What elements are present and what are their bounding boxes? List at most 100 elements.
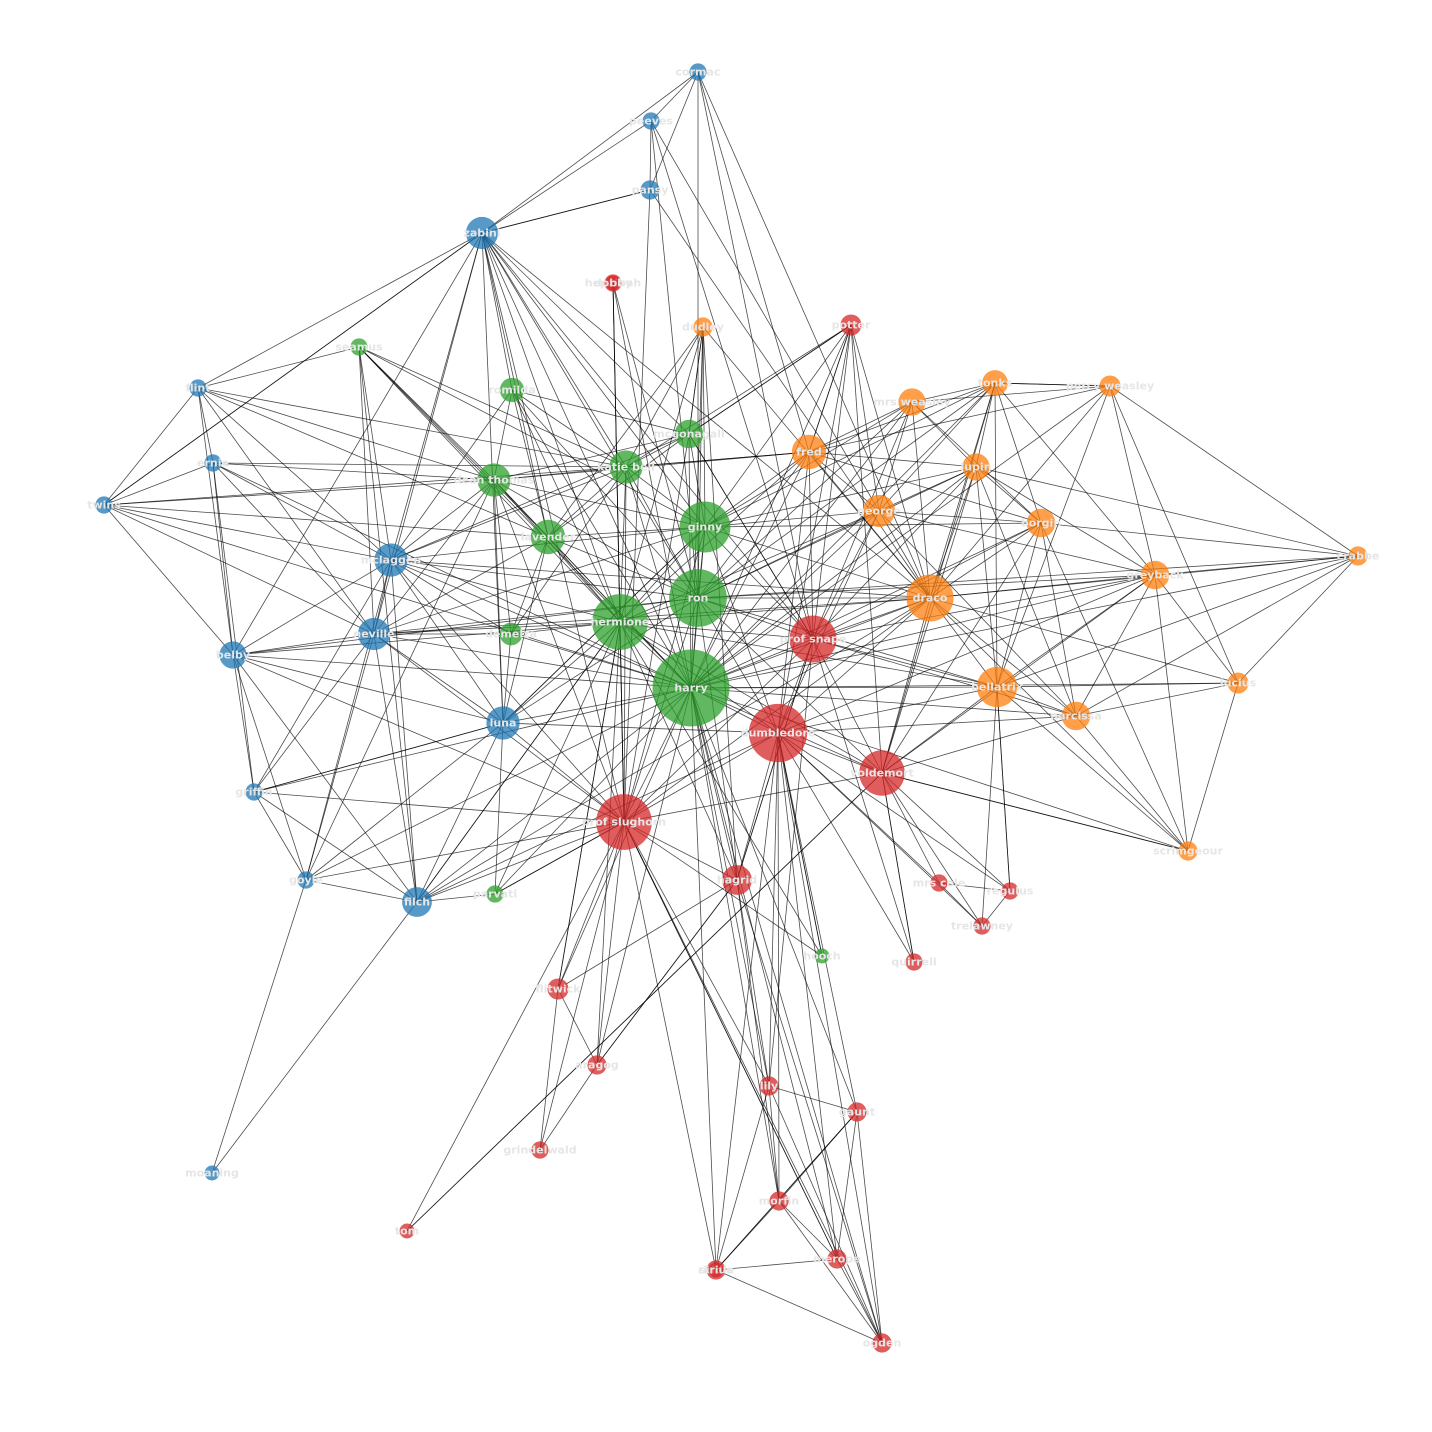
node-label: merope [813, 1253, 860, 1266]
node-circle [592, 594, 648, 650]
edge-slughorn-grindelwald [539, 821, 625, 1151]
edge-draco-weasley [911, 401, 931, 599]
node-greyback: greyback [1126, 560, 1184, 590]
node-morfin: morfin [759, 1191, 799, 1211]
node-ron: ron [669, 569, 727, 627]
edge-goyle-moaning [211, 879, 307, 1174]
node-potter: potter [832, 314, 871, 336]
edge-harry-filch [416, 687, 692, 903]
node-label: lucius [1220, 677, 1257, 690]
node-quirrell: quirrell [891, 953, 937, 971]
node-label: mclaggen [361, 554, 421, 567]
node-label: trelawney [951, 920, 1013, 933]
edge-belby-ernie [212, 462, 234, 656]
edge-dumbledore-merope [777, 732, 838, 1260]
node-circle [789, 615, 837, 663]
node-circle [245, 783, 263, 801]
edge-draco-potter [850, 324, 931, 599]
edge-harry-crabbe [690, 555, 1359, 689]
node-seamus: seamus [335, 338, 383, 356]
edge-aragog-hagrid [596, 879, 738, 1066]
edge-peeves-pansy [649, 120, 652, 191]
node-fred_blue: flint [185, 379, 211, 397]
node-label: belby [216, 649, 250, 662]
node-label: dumbledore [741, 727, 816, 740]
edge-demelza-dean [493, 479, 512, 635]
edge-lily-ogden [768, 1085, 883, 1344]
edge-hermione-hagrid [619, 621, 738, 881]
edge-mclaggen-seamus [358, 346, 392, 561]
edge-dumbledore-ogden [777, 732, 883, 1344]
edge-goyle-dean [305, 479, 495, 881]
edge-mrs_cole-trelawney [938, 882, 983, 927]
edge-snape-voldemort [812, 638, 883, 774]
edge-zabini-romilda [481, 232, 513, 391]
edge-crabbe-lucius [1237, 555, 1359, 684]
edge-dumbledore-quirrell [777, 732, 915, 963]
node-circle [95, 496, 113, 514]
edge-ron-bellatrix [697, 597, 998, 688]
edge-dumbledore-luna [502, 722, 779, 734]
node-label: ginny [688, 521, 722, 534]
node-circle [357, 617, 391, 651]
edge-weasley-percy [911, 385, 1111, 403]
edge-slughorn-lily [623, 821, 770, 1087]
edge-narcissa-scrimgeour [1075, 715, 1189, 852]
edge-draco-mclaggen [390, 559, 931, 599]
edge-parvati-hermione [494, 621, 621, 895]
edge-narcissa-crabbe [1075, 555, 1359, 717]
node-circle [872, 1333, 892, 1353]
edge-weasley-tonks [911, 382, 996, 403]
edge-dean-katie [493, 466, 627, 481]
node-voldemort: voldemort [850, 750, 914, 796]
edge-tonks-borgin [994, 382, 1042, 524]
edge-dean-mcgonagall [493, 433, 690, 481]
edge-draco-zabini [481, 232, 931, 599]
node-george: george [857, 494, 901, 528]
node-circle [1099, 375, 1121, 397]
edge-ginny-zabini [481, 232, 706, 528]
edge-ginny-dean [493, 479, 706, 528]
edge-hagrid-morfin [736, 879, 780, 1202]
node-label: katie bell [597, 461, 655, 474]
edge-snape-fred [808, 451, 814, 640]
node-circle [847, 1102, 867, 1122]
node-circle [587, 1055, 607, 1075]
node-label: borgin [1021, 517, 1061, 530]
node-zabini: zabini [463, 216, 501, 250]
edge-hermione-voldemort [619, 621, 883, 774]
node-label: hooch [803, 950, 840, 963]
node-circle [1061, 701, 1091, 731]
edge-morfin-ogden [778, 1200, 883, 1344]
edge-luna-lavender [502, 536, 549, 724]
edge-bellatrix-percy [996, 385, 1111, 688]
node-draco: draco [906, 574, 954, 622]
edge-george-borgin [878, 510, 1042, 524]
edge-slughorn-belby [232, 654, 625, 823]
edge-merope-ogden [836, 1258, 883, 1344]
edge-harry-ernie [212, 462, 692, 689]
edge-fred_blue-lavender [197, 387, 549, 538]
edge-bellatrix-lucius [996, 682, 1239, 688]
edge-flitwick-grindelwald [539, 988, 559, 1151]
node-circle [708, 1262, 724, 1278]
node-label: peeves [629, 115, 673, 128]
edge-dumbledore-fred [777, 451, 810, 734]
edge-hooch-hermione [619, 621, 823, 957]
node-circle [204, 454, 222, 472]
node-label: flitwick [536, 983, 582, 996]
node-label: narcissa [1050, 710, 1102, 723]
node-circle [791, 434, 827, 470]
edge-mcgonagall-snape [688, 433, 814, 640]
edge-borgin-crabbe [1040, 522, 1359, 557]
edge-luna-parvati [494, 722, 504, 895]
edge-zabini-cormac [481, 71, 699, 234]
edge-cormac-fred [697, 71, 810, 453]
edge-lupin-borgin [975, 466, 1042, 524]
edge-fred_blue-ernie [197, 387, 214, 464]
node-belby: belby [216, 641, 250, 669]
edge-harry-mcgonagall [688, 433, 692, 689]
edge-hermione-draco [619, 597, 931, 623]
node-label: goyle [289, 874, 323, 887]
